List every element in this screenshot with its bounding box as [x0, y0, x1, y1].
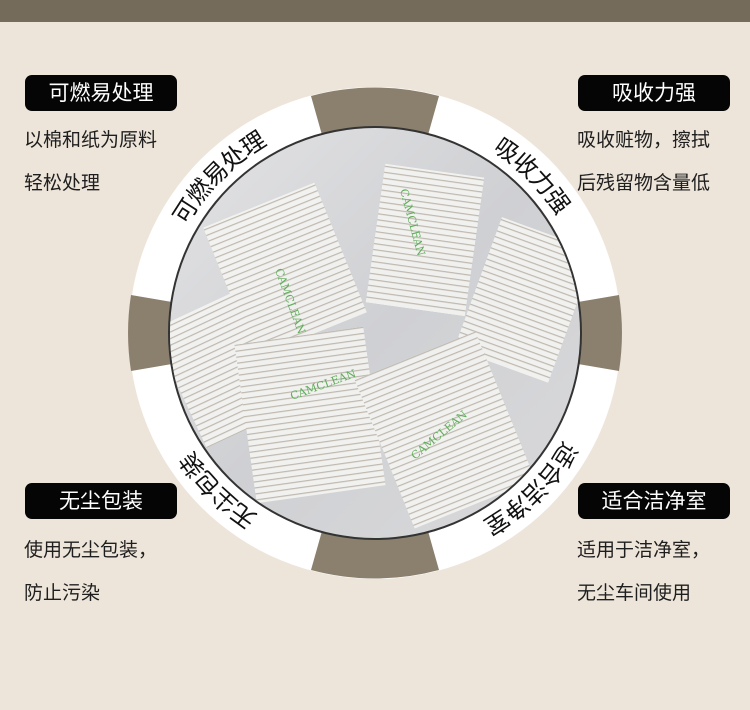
feature-desc-cleanroom: 适用于洁净室， 无尘车间使用 [577, 529, 710, 615]
feature-badge-absorbent: 吸收力强 [578, 75, 730, 111]
feature-badge-dustfree: 无尘包装 [25, 483, 177, 519]
desc-line: 以棉和纸为原料 [24, 129, 158, 151]
desc-line: 轻松处理 [24, 172, 101, 194]
swab-pack [234, 326, 386, 504]
feature-desc-absorbent: 吸收赃物，擦拭 后残留物含量低 [577, 119, 710, 205]
desc-line: 后残留物含量低 [577, 172, 711, 194]
desc-line: 无尘车间使用 [577, 582, 692, 604]
desc-line: 吸收赃物，擦拭 [577, 129, 711, 151]
desc-line: 使用无尘包装， [24, 539, 158, 561]
swab-pack [354, 331, 536, 529]
swab-pack [203, 182, 367, 358]
product-photo: CAMCLEAN CAMCLEAN CAMCLEAN CAMCLEAN [170, 128, 580, 538]
feature-desc-dustfree: 使用无尘包装， 防止污染 [24, 529, 157, 615]
ring-segment-top [311, 87, 439, 135]
ring-segments [128, 87, 622, 579]
ring-segment-right [578, 295, 622, 371]
feature-badge-flammable: 可燃易处理 [25, 75, 177, 111]
desc-line: 适用于洁净室， [577, 539, 711, 561]
swab-pack [365, 163, 485, 317]
swab-pack [454, 217, 580, 383]
desc-line: 防止污染 [24, 582, 101, 604]
feature-desc-flammable: 以棉和纸为原料 轻松处理 [24, 119, 157, 205]
top-bar [0, 0, 750, 22]
ring-segment-left [128, 295, 172, 371]
feature-badge-cleanroom: 适合洁净室 [578, 483, 730, 519]
ring-segment-bottom [311, 531, 439, 579]
